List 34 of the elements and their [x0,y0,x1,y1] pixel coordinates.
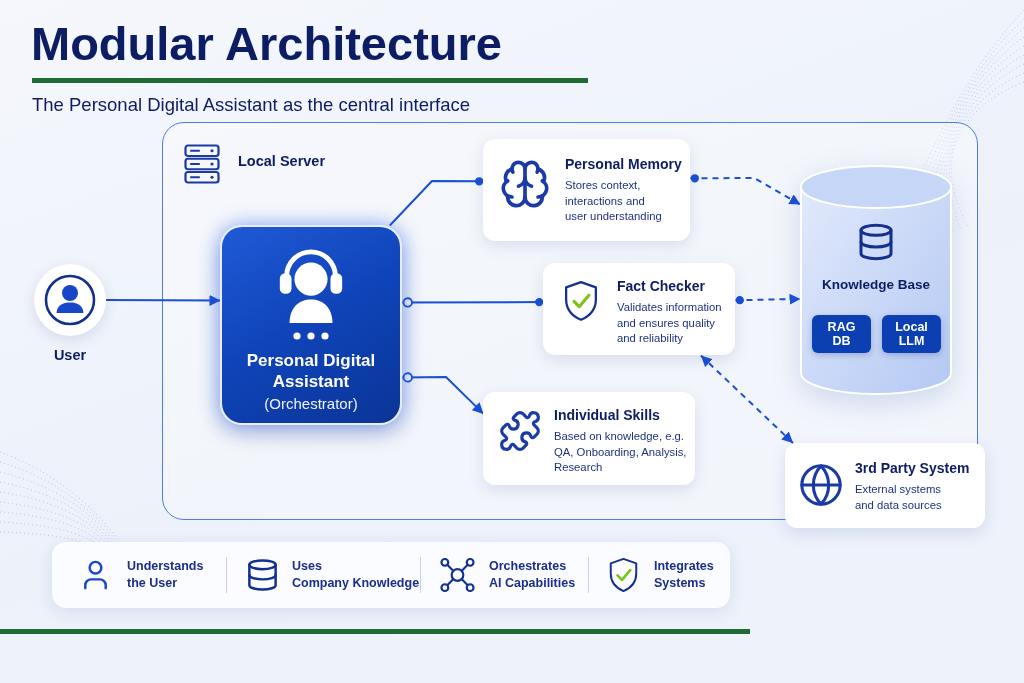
page-title: Modular Architecture [31,16,502,72]
arrow [401,372,485,415]
feature-label: Orchestrates AI Capabilities [489,558,576,592]
node-label: User [53,347,87,364]
page-subtitle: The Personal Digital Assistant as the central interface [32,94,471,116]
assistant-card [220,225,402,425]
region-label: Local Server [238,153,326,170]
module-card [483,139,690,241]
cylinder-label: Knowledge Base [822,277,930,293]
connector-line [401,297,545,308]
card-description: External systems and data sources [855,482,943,513]
card-description: Based on knowledge, e.g. QA, Onboarding, Analysis, Research [554,429,688,475]
arrow [689,174,802,206]
feature-label: Integrates Systems [654,558,714,592]
storage-tag: RAG DB [812,315,871,353]
server-boundary [162,122,978,520]
module-card [483,392,695,485]
card-description: Stores context, interactions and user understanding [565,178,663,224]
arrow [734,293,802,305]
card-title: Personal Digital Assistant [245,350,377,392]
card-title: Personal Memory [565,156,682,173]
card-title: 3rd Party System [855,460,970,477]
arrow [105,294,222,306]
storage-tag: Local LLM [882,315,941,353]
card-subtitle: (Orchestrator) [264,394,358,413]
arrow [699,354,794,444]
card-description: Validates information and ensures quality and reliability [617,300,723,346]
card-title: Fact Checker [617,278,705,295]
connector-line [388,177,485,227]
feature-label: Understands the User [127,558,204,592]
feature-label: Uses Company Knowledge [292,558,420,592]
card-title: Individual Skills [554,407,660,424]
module-card [785,443,985,528]
module-card [543,263,735,355]
